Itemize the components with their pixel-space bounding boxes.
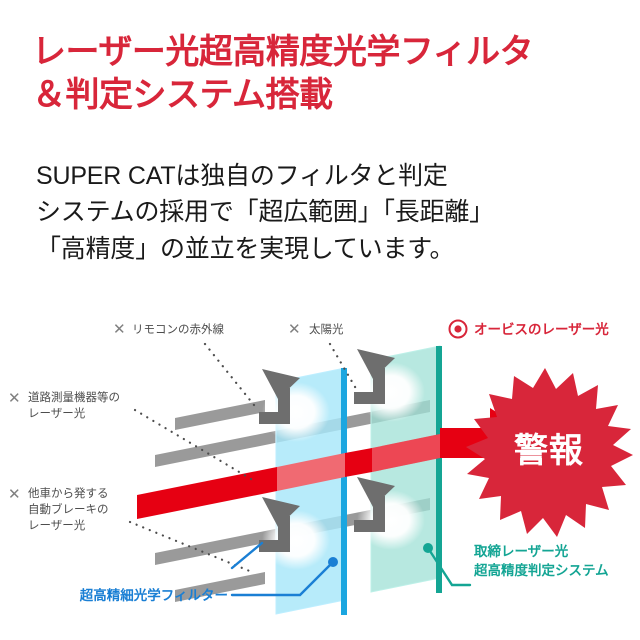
reflected-arrow-3 [354, 349, 395, 404]
optical-filter-diagram: 警報 ✕ リモコンの赤外線 ✕ 太陽光 オービスのレーザー光 ✕ 道路測量機器等… [0, 300, 640, 640]
callout-path-judgement [426, 546, 472, 587]
label-road-survey-line1: 道路測量機器等の [28, 390, 120, 404]
reflected-arrow-1 [259, 369, 300, 424]
label-optical-filter: 超高精細光学フィルター [79, 587, 228, 603]
beam-dim-overlay [372, 434, 440, 472]
alert-badge-label: 警報 [514, 432, 584, 470]
callout-path-optical-filter [230, 560, 335, 597]
label-judgement-line2: 超高精度判定システム [473, 562, 609, 578]
label-remote-ir: リモコンの赤外線 [132, 323, 224, 336]
label-other-car-line3: レーザー光 [28, 518, 86, 532]
optical-filter-edge [341, 368, 347, 615]
leader-lines [128, 342, 360, 574]
starburst-shape [466, 368, 633, 537]
callout-line-optical-filter [230, 541, 264, 570]
label-judgement-line1: 取締レーザー光 [474, 543, 569, 559]
reflected-arrow-4 [354, 477, 395, 532]
blocked-marker-road-survey: ✕ [8, 390, 21, 407]
page-headline: レーザー光超高精度光学フィルタ ＆判定システム搭載 [32, 33, 534, 114]
label-other-car-line1: 他車から発する [28, 486, 109, 500]
blocked-marker-other-car: ✕ [8, 486, 21, 503]
blocked-marker-remote-ir: ✕ [113, 321, 126, 338]
label-orbis-laser: オービスのレーザー光 [474, 321, 609, 337]
passed-marker-orbis [448, 319, 468, 339]
beam-lowest-gray [175, 572, 265, 602]
page-body-copy: SUPER CATは独自のフィルタと判定 システムの採用で「超広範囲」「長距離」… [36, 162, 494, 263]
beam-remote-ir [175, 400, 265, 430]
label-road-survey-line2: レーザー光 [28, 406, 86, 420]
label-other-car-line2: 自動ブレーキの [28, 502, 109, 516]
reflected-arrow-2 [259, 497, 300, 552]
alert-badge: 警報 [466, 368, 633, 537]
judgement-system-edge [436, 346, 442, 593]
blocked-marker-sunlight: ✕ [288, 321, 301, 338]
label-sunlight: 太陽光 [309, 322, 344, 336]
